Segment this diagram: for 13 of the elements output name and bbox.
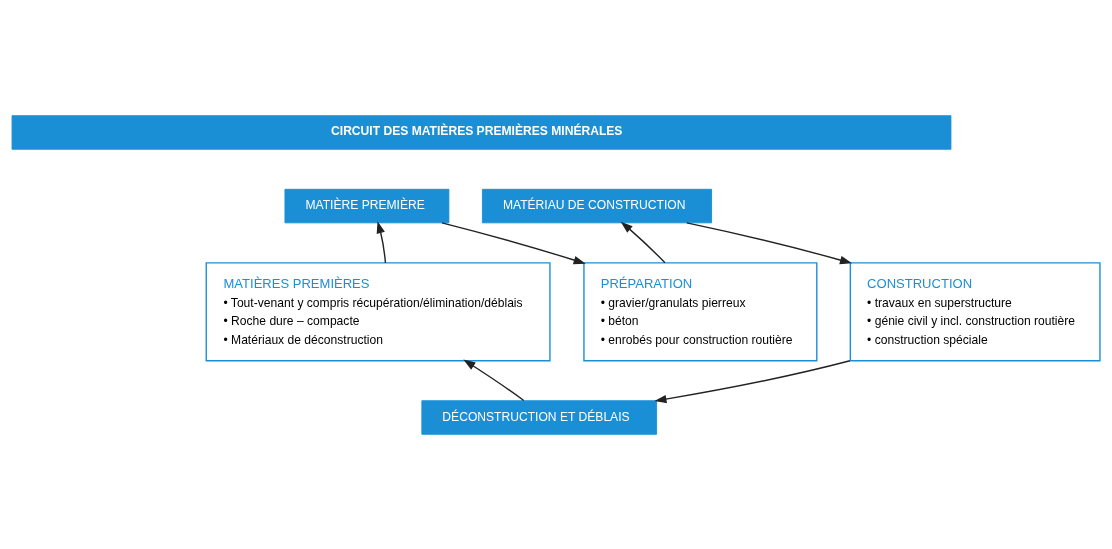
node-box: CIRCUIT DES MATIÈRES PREMIÈRES MINÉRALES [11, 114, 952, 150]
node-box: CONSTRUCTION • travaux en superstructure • génie civil y incl. construction routière • construction spéciale [849, 261, 1101, 361]
arrow [620, 221, 666, 263]
arrow [441, 221, 586, 264]
arrow [686, 221, 853, 264]
node-box: MATIÈRES PREMIÈRES • Tout-venant y compris récupération/élimination/déblais • Roche dure – compacte • Matériaux de déconstruction [205, 261, 551, 361]
arrow [376, 220, 387, 264]
node-box: MATIÈRE PREMIÈRE [284, 188, 450, 223]
arrow [463, 359, 525, 401]
node-box: DÉCONSTRUCTION ET DÉBLAIS [421, 399, 658, 435]
arrow [654, 359, 851, 403]
node-box: MATÉRIAU DE CONSTRUCTION [481, 188, 712, 223]
node-box: PRÉPARATION • gravier/granulats pierreux • béton • enrobés pour construction routière [583, 261, 818, 361]
